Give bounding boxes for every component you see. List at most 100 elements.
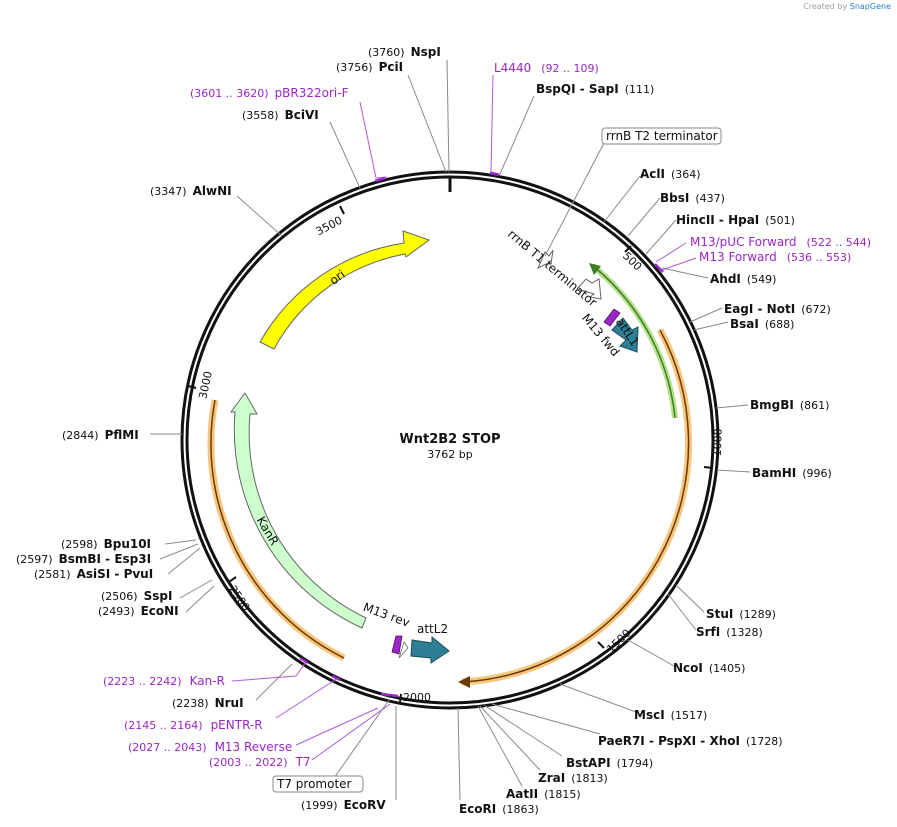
leader-zrai: [479, 705, 541, 771]
enzyme-zrai-name: ZraI: [538, 771, 565, 785]
m13-rev-label: M13 rev: [361, 600, 411, 630]
enzyme-bamhi-pos: (996): [802, 467, 832, 480]
snapgene-credit: Created by SnapGene: [803, 2, 891, 11]
leader-bspqi: [499, 95, 535, 175]
kanr-arrow: [230, 392, 367, 629]
enzyme-acli-name: AclI: [640, 167, 665, 181]
enzyme-sspi-name: SspI: [144, 589, 173, 603]
site-m13-puc: [654, 263, 664, 273]
enzyme-asisi-pos: (2581): [34, 568, 71, 581]
leader-m13-forward: [661, 257, 697, 271]
enzyme-alwni: (3347)AlwNI: [150, 184, 232, 198]
leader-bpu10i: [164, 539, 197, 545]
enzyme-aatii-name: AatII: [506, 787, 538, 801]
attl2-arrow: [410, 635, 450, 664]
kanr-feature: KanR: [230, 392, 367, 629]
enzyme-ahdi: AhdI (549): [710, 272, 776, 286]
primer-m13-forward-range: (536 .. 553): [787, 251, 852, 264]
primer-t7-name: T7: [295, 755, 311, 769]
enzyme-bcivi-name: BciVI: [285, 108, 319, 122]
primer-leaders: [231, 74, 697, 761]
primer-pbr322ori: (3601 .. 3620)pBR322ori-F: [190, 86, 349, 100]
primer-m13-forward: M13 Forward(536 .. 553): [699, 250, 851, 264]
backbone: [180, 170, 720, 710]
leader-alwni: [236, 195, 283, 237]
snapgene-brand: SnapGene: [849, 2, 891, 11]
primer-pentr-r: (2145 .. 2164) pENTR-R: [124, 718, 263, 732]
leader-stui: [675, 584, 705, 613]
tick-label-1000: 1000: [711, 428, 725, 456]
enzyme-ahdi-pos: (549): [747, 273, 777, 286]
primer-t7-range: (2003 .. 2022): [209, 756, 288, 769]
enzyme-stui-name: StuI: [706, 607, 733, 621]
enzyme-bsmbi-pos: (2597): [16, 553, 53, 566]
enzyme-hincii-name: HincII - HpaI: [676, 213, 759, 227]
leader-t7: [311, 703, 391, 761]
primer-m13-reverse: (2027 .. 2043)M13 Reverse: [128, 740, 292, 754]
primer-kan-r-range: (2223 .. 2242): [103, 675, 182, 688]
enzyme-pcii-name: PciI: [379, 60, 404, 74]
enzyme-ecorv-name: EcoRV: [344, 798, 387, 812]
primer-pentr-r-range: (2145 .. 2164): [124, 719, 203, 732]
primer-pentr-r-name: pENTR-R: [211, 718, 263, 732]
leader-bsmbi: [159, 543, 199, 560]
enzyme-bspqi: BspQI - SapI(111): [536, 82, 654, 96]
enzyme-bcivi-pos: (3558): [242, 109, 279, 122]
enzyme-bmgbi-pos: (861): [800, 399, 830, 412]
enzyme-ecori-pos: (1863): [502, 803, 539, 816]
enzyme-srfi-pos: (1328): [726, 626, 763, 639]
rrnB-t2-box: [601, 127, 722, 145]
boxed-labels: rrnB T2 terminator T7 promoter: [272, 127, 722, 793]
enzyme-leaders: [150, 59, 751, 801]
primer-kan-r-name: Kan-R: [190, 674, 225, 688]
leader-kan-r: [231, 661, 307, 682]
terminator-features: [536, 249, 602, 300]
leader-bbsi: [627, 197, 661, 237]
site-pentr-r: [331, 674, 341, 682]
attl2-label: attL2: [417, 622, 448, 636]
enzyme-bsai-pos: (688): [765, 318, 795, 331]
leader-nrui: [255, 663, 293, 701]
attl2-feature: M13 rev attL2: [361, 600, 450, 664]
rrnB-t2-arrow: [536, 249, 554, 270]
enzyme-bsmbi: (2597)BsmBI - Esp3I: [16, 552, 151, 566]
enzyme-stui: StuI(1289): [706, 607, 776, 621]
leader-hincii: [645, 219, 677, 255]
leader-rrnb-t2: [544, 142, 605, 257]
enzyme-ncoi-name: NcoI: [673, 661, 703, 675]
tick-mark-500: [624, 245, 632, 253]
enzyme-bpu10i: (2598)Bpu10I: [61, 537, 151, 551]
enzyme-bpu10i-pos: (2598): [61, 538, 98, 551]
tick-label-3000: 3000: [196, 370, 215, 400]
rrnB-t1-label: rrnB T1 terminator: [505, 227, 600, 310]
enzyme-msci-name: MscI: [634, 708, 665, 722]
tick-mark-3000: [187, 385, 197, 389]
leader-sspi: [179, 579, 213, 599]
orf-arc-right-glow: [461, 328, 693, 686]
enzyme-pflmi-pos: (2844): [62, 429, 99, 442]
enzyme-xhoi: PaeR7I - PspXI - XhoI(1728): [598, 734, 783, 748]
enzyme-bspqi-name: BspQI - SapI: [536, 82, 619, 96]
enzyme-bsai: BsaI(688): [730, 317, 794, 331]
tick-label-3500: 3500: [314, 214, 345, 239]
t7-promoter-label: T7 promoter: [276, 777, 352, 791]
enzyme-msci-pos: (1517): [671, 709, 708, 722]
enzyme-bstapi-name: BstAPI: [566, 756, 611, 770]
leader-asisi: [167, 547, 201, 575]
leader-l4440: [490, 74, 501, 175]
enzyme-ecorv: (1999)EcoRV: [301, 798, 386, 812]
primer-l4440-range: (92 .. 109): [541, 62, 599, 75]
leader-bcivi: [329, 121, 361, 189]
ori-arrow: [259, 230, 431, 350]
enzyme-sspi-pos: (2506): [101, 590, 138, 603]
enzyme-xhoi-name: PaeR7I - PspXI - XhoI: [598, 734, 740, 748]
enzyme-nspi-name: NspI: [411, 45, 441, 59]
tick-mark-3500: [339, 205, 345, 215]
enzyme-bbsi-name: BbsI: [660, 191, 689, 205]
enzyme-ahdi-name: AhdI: [710, 272, 741, 286]
leader-ecori: [457, 707, 461, 801]
leader-xhoi: [491, 703, 601, 735]
leader-m13-puc: [655, 242, 687, 263]
rrnB-t2-label: rrnB T2 terminator: [606, 129, 718, 143]
leader-m13-reverse: [295, 707, 379, 746]
